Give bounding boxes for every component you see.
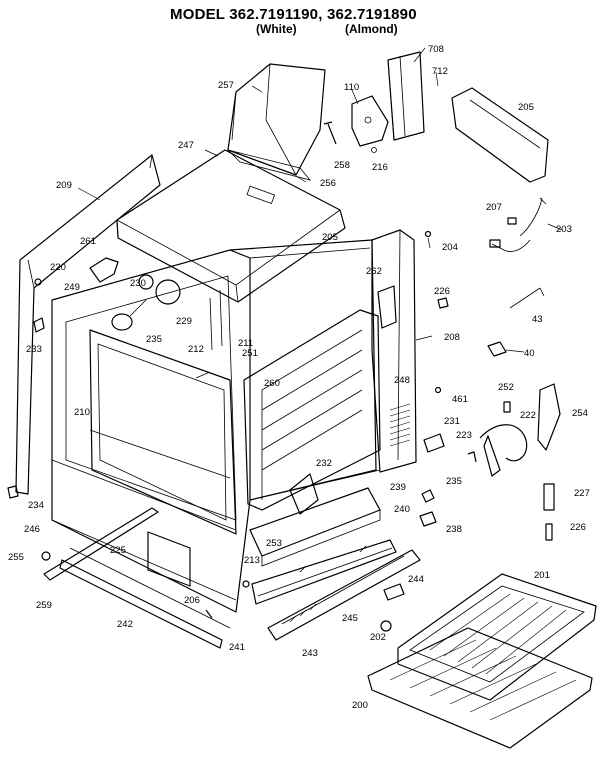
part-label-259: 259 — [36, 600, 52, 611]
part-drawing-small-parts — [380, 230, 561, 632]
part-label-243: 243 — [302, 648, 318, 659]
part-label-248: 248 — [394, 375, 410, 386]
part-label-230: 230 — [130, 278, 146, 289]
part-label-220: 220 — [50, 262, 66, 273]
part-label-202: 202 — [370, 632, 386, 643]
part-label-245: 245 — [342, 613, 358, 624]
part-label-231: 231 — [444, 416, 460, 427]
part-drawing-262 — [377, 285, 397, 329]
part-label-203: 203 — [556, 224, 572, 235]
part-label-209: 209 — [56, 180, 72, 191]
part-label-229: 229 — [176, 316, 192, 327]
part-drawing-lower-bracket — [251, 539, 397, 605]
part-drawing-oven-liner — [243, 309, 381, 511]
part-label-212: 212 — [188, 344, 204, 355]
part-drawing-drawer-rails — [43, 507, 231, 649]
part-drawing-baffle — [289, 473, 319, 515]
part-label-238: 238 — [446, 524, 462, 535]
part-label-235: 235 — [146, 334, 162, 345]
part-drawing-broiler-pan — [397, 573, 597, 701]
part-drawing-module — [351, 95, 389, 153]
part-drawing-side-panel — [15, 154, 161, 495]
part-label-200: 200 — [352, 700, 368, 711]
part-label-254: 254 — [572, 408, 588, 419]
part-drawing-right-side-panel — [371, 229, 417, 473]
part-label-210: 210 — [74, 407, 90, 418]
part-label-213: 213 — [244, 555, 260, 566]
part-drawing-control-housing — [387, 51, 425, 141]
part-label-205: 205 — [322, 232, 338, 243]
part-label-223: 223 — [456, 430, 472, 441]
part-drawing-213 — [242, 580, 250, 588]
part-drawing-clip — [33, 317, 45, 333]
part-label-258: 258 — [334, 160, 350, 171]
part-label-43: 43 — [532, 314, 543, 325]
part-label-226: 226 — [434, 286, 450, 297]
part-label-260: 260 — [264, 378, 280, 389]
part-label-235: 235 — [446, 476, 462, 487]
part-label-205: 205 — [518, 102, 534, 113]
model-title: MODEL 362.7191190, 362.7191890 — [170, 6, 417, 23]
part-label-227: 227 — [574, 488, 590, 499]
part-label-233: 233 — [26, 344, 42, 355]
part-label-208: 208 — [444, 332, 460, 343]
part-drawing-206 — [205, 609, 213, 619]
part-drawing-220 — [34, 278, 42, 286]
part-drawing-bracket — [89, 257, 119, 283]
part-label-204: 204 — [442, 242, 458, 253]
part-label-246: 246 — [24, 524, 40, 535]
part-drawing-kick-plate — [267, 549, 421, 641]
color-white-label: (White) — [256, 22, 297, 36]
part-label-708: 708 — [428, 44, 444, 55]
part-label-239: 239 — [390, 482, 406, 493]
part-label-222: 222 — [520, 410, 536, 421]
part-label-206: 206 — [184, 595, 200, 606]
part-drawing-vent-panel — [226, 63, 326, 181]
part-drawing-bottom-tray — [249, 487, 381, 567]
part-drawing-wire-harness — [489, 197, 547, 252]
part-label-247: 247 — [178, 140, 194, 151]
part-label-40: 40 — [524, 348, 535, 359]
part-label-110: 110 — [344, 82, 359, 93]
part-label-225: 225 — [110, 545, 126, 556]
part-drawing-cooktop — [116, 149, 346, 303]
part-label-207: 207 — [486, 202, 502, 213]
part-drawing-burner-parts — [111, 274, 181, 331]
part-label-261: 261 — [80, 236, 96, 247]
part-label-461: 461 — [452, 394, 468, 405]
part-label-257: 257 — [218, 80, 234, 91]
part-label-256: 256 — [320, 178, 336, 189]
part-label-211: 211 — [238, 338, 253, 349]
part-drawing-backguard — [451, 87, 549, 183]
part-label-255: 255 — [8, 552, 24, 563]
part-drawing-screw — [323, 121, 337, 145]
part-drawing-255 — [41, 551, 51, 561]
part-label-234: 234 — [28, 500, 44, 511]
part-label-252: 252 — [498, 382, 514, 393]
leader-lines — [77, 47, 563, 379]
part-label-244: 244 — [408, 574, 424, 585]
part-label-240: 240 — [394, 504, 410, 515]
part-label-262: 262 — [366, 266, 382, 277]
part-label-249: 249 — [64, 282, 80, 293]
part-label-216: 216 — [372, 162, 388, 173]
part-drawing-oven-rack — [367, 627, 593, 749]
part-label-251: 251 — [242, 348, 258, 359]
part-label-232: 232 — [316, 458, 332, 469]
part-label-712: 712 — [432, 66, 448, 77]
part-drawing-drawer-panel — [147, 531, 191, 587]
part-label-241: 241 — [229, 642, 245, 653]
part-label-253: 253 — [266, 538, 282, 549]
part-label-226: 226 — [570, 522, 586, 533]
color-almond-label: (Almond) — [345, 22, 398, 36]
part-label-201: 201 — [534, 570, 550, 581]
part-drawing-foot — [7, 485, 19, 499]
part-label-242: 242 — [117, 619, 133, 630]
